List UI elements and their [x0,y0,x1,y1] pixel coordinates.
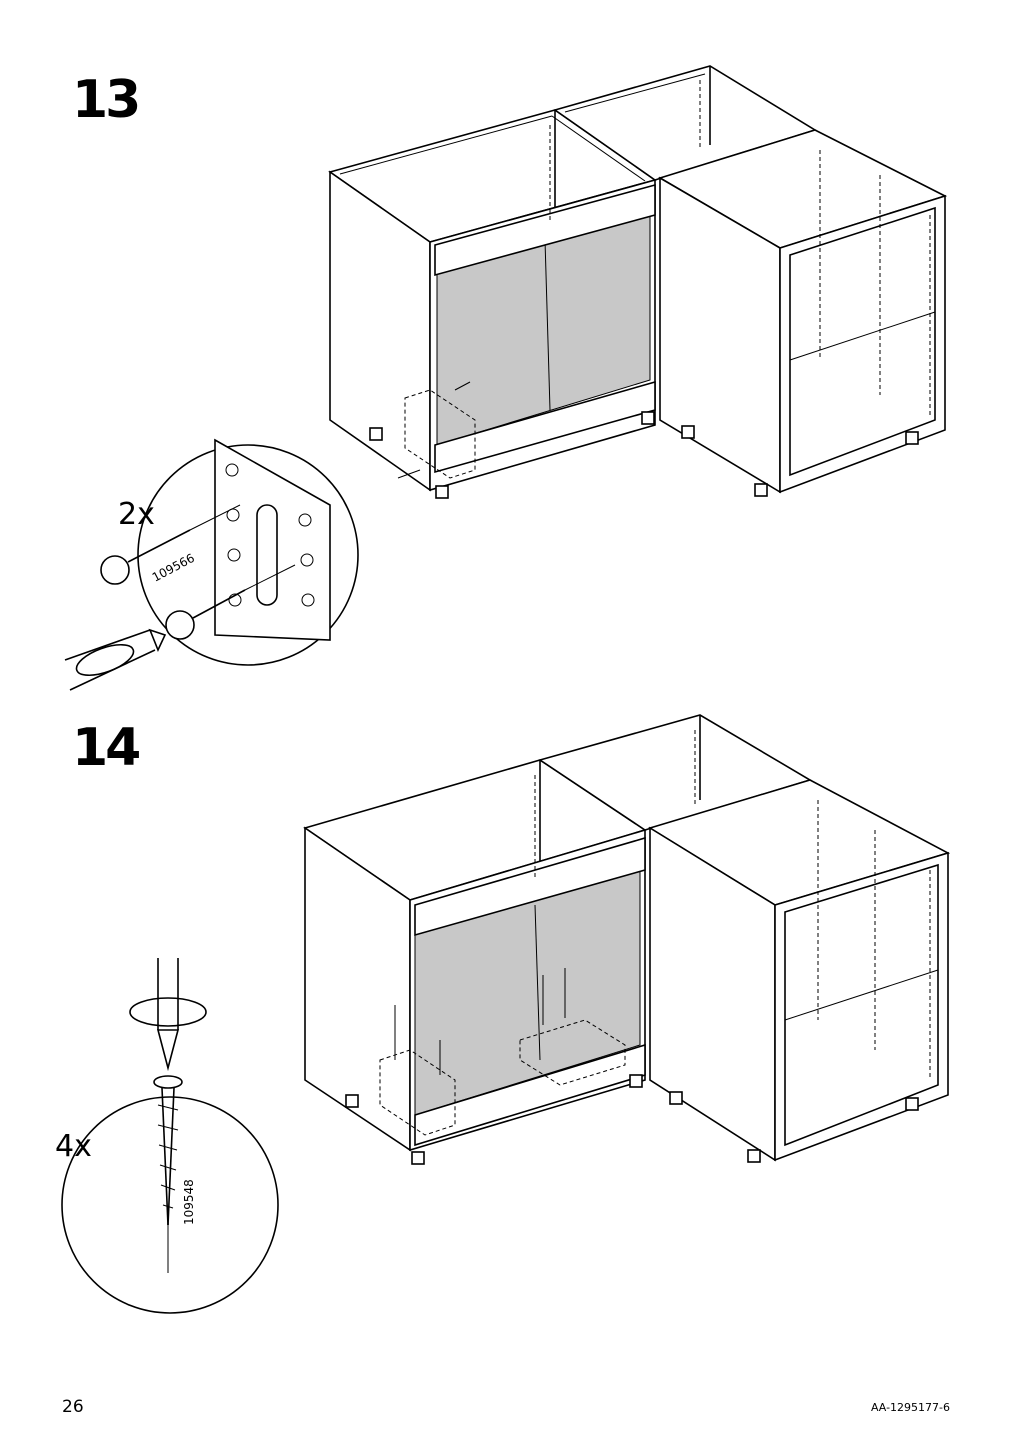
step-13-cabinet-illustration [328,65,948,499]
step-14-part-number: 109548 [182,1179,196,1225]
rotation-arrow-icon [75,643,135,677]
screwdriver-icon [64,628,167,691]
rotation-arrow-icon [129,997,207,1027]
step-13-number: 13 [72,70,141,130]
screw-icon [100,504,296,640]
step-14-number: 14 [72,718,141,778]
screw-icon [153,1075,183,1226]
step-14-detail-circle [61,1096,279,1314]
step-14-cabinet-illustration [303,714,951,1165]
document-id: AA-1295177-6 [870,1401,950,1414]
step-13-quantity: 2x [118,497,155,532]
step-13-part-number: 109566 [150,551,197,585]
page-number: 26 [62,1397,84,1417]
screwdriver-icon [129,958,207,1072]
